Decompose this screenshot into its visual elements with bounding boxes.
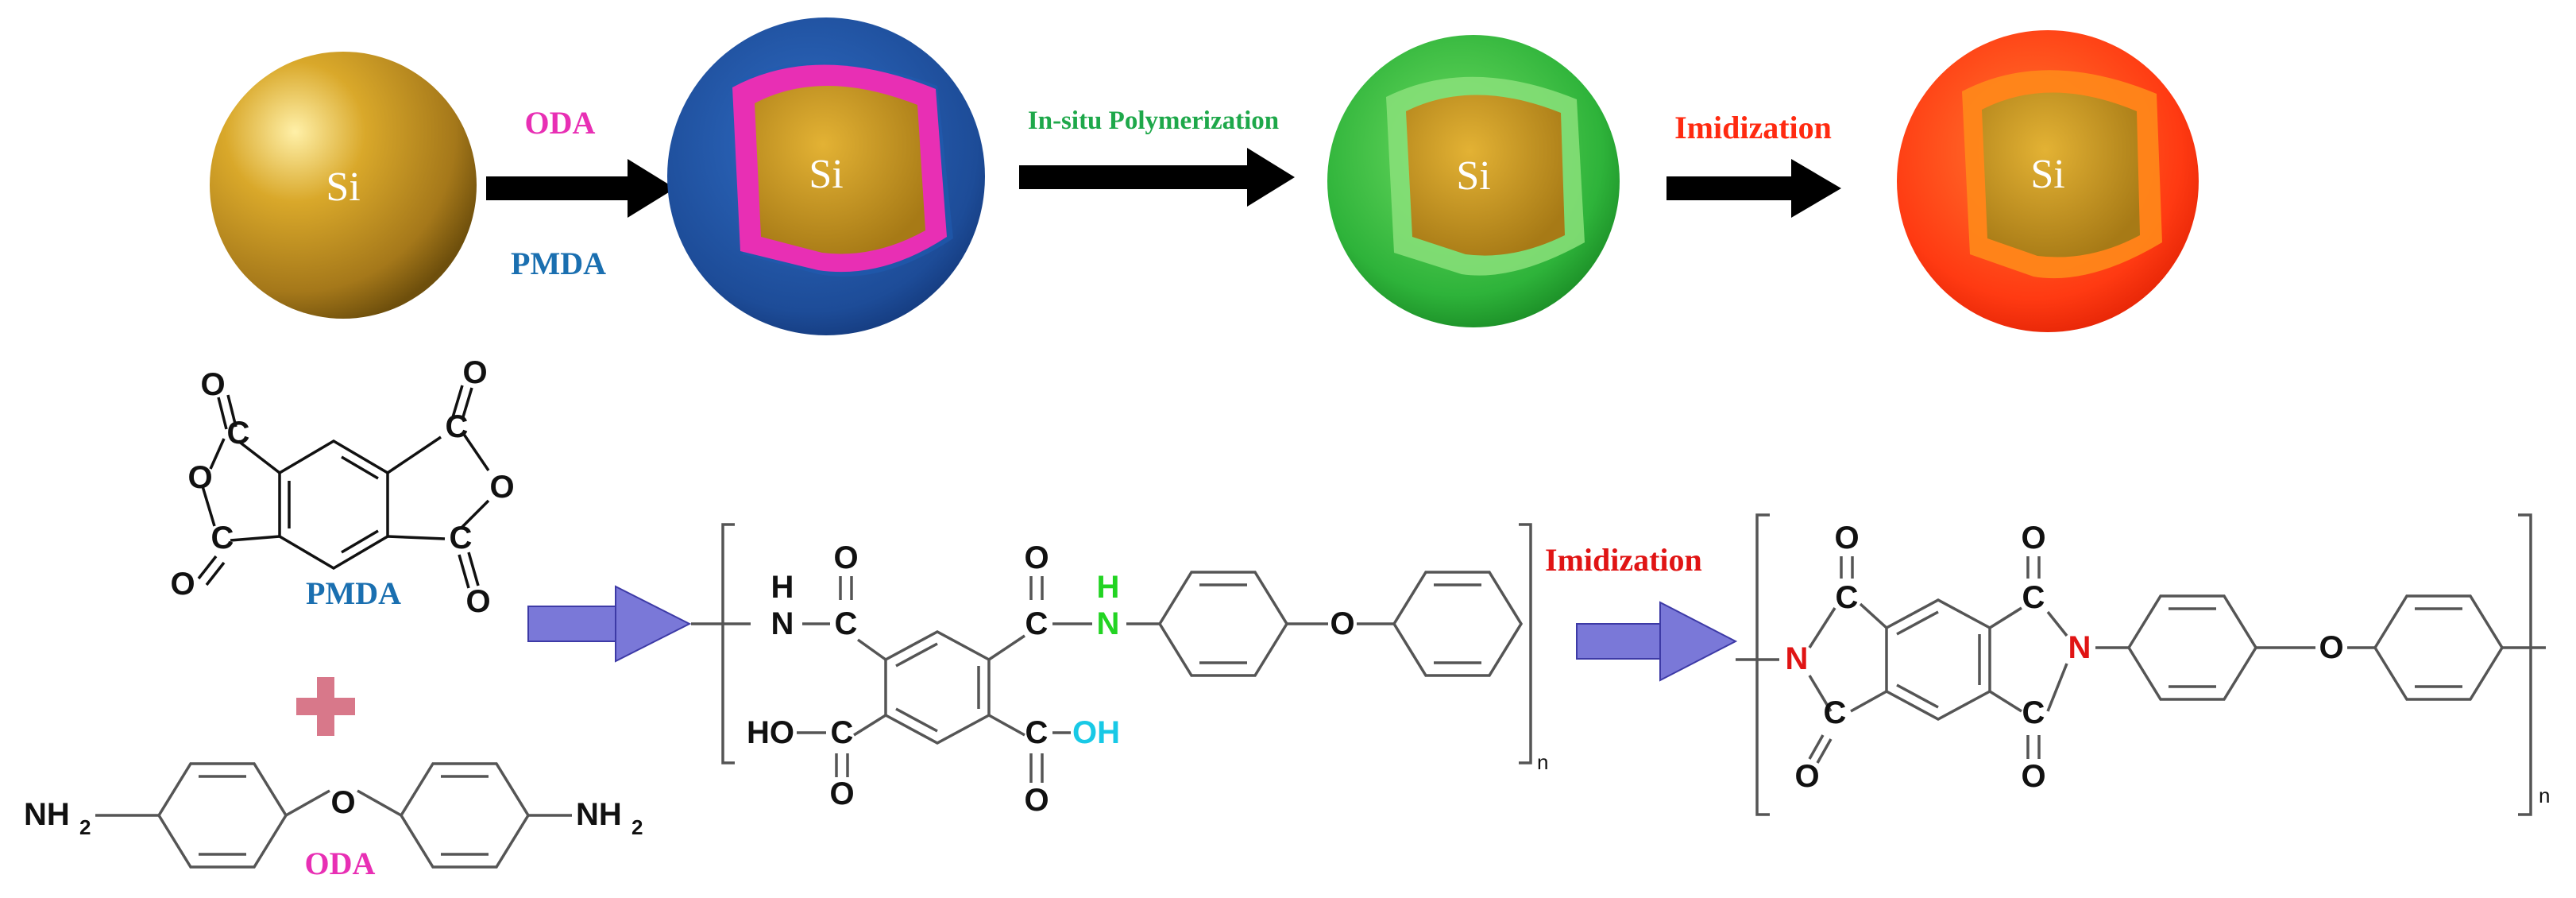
pmda-label-top: PMDA bbox=[511, 246, 606, 281]
paa-o2: O bbox=[1024, 540, 1049, 575]
imidization-label-bottom: Imidization bbox=[1545, 542, 1702, 578]
oda-structure: NH 2 O NH 2 ODA bbox=[24, 762, 643, 881]
oda-name-label: ODA bbox=[305, 846, 376, 881]
paa-ho: HO bbox=[747, 715, 794, 750]
pmda-o5: O bbox=[489, 470, 514, 505]
paa-c3: C bbox=[831, 715, 854, 750]
pmda-o2: O bbox=[187, 460, 212, 495]
si-label-4: Si bbox=[2030, 152, 2064, 197]
si-label-2: Si bbox=[809, 152, 843, 197]
paa-h-right: H bbox=[1097, 570, 1120, 605]
pi-o4: O bbox=[2021, 759, 2045, 794]
oda-ether-o: O bbox=[330, 785, 355, 820]
imidization-label-top: Imidization bbox=[1674, 110, 1832, 145]
paa-oh: OH bbox=[1072, 715, 1120, 750]
polyimide-coated-particle: Si bbox=[1897, 30, 2199, 332]
pmda-c4: C bbox=[450, 521, 473, 555]
pmda-o1: O bbox=[200, 367, 225, 402]
si-label-3: Si bbox=[1456, 153, 1490, 199]
arrow-step2: In-situ Polymerization bbox=[1019, 106, 1295, 207]
pi-o2: O bbox=[1794, 759, 1819, 794]
bare-si-particle: Si bbox=[210, 52, 477, 319]
pmda-o6: O bbox=[465, 584, 490, 619]
paa-c2: C bbox=[1025, 606, 1049, 641]
arrow-step1: ODA PMDA bbox=[486, 105, 675, 281]
pi-c3: C bbox=[2022, 580, 2045, 615]
paa-ether-o: O bbox=[1330, 606, 1354, 641]
pmda-c2: C bbox=[211, 521, 234, 555]
plus-sign bbox=[296, 677, 355, 736]
pi-o3: O bbox=[2021, 521, 2045, 555]
polyimide-structure: n N C C O O C C O O N bbox=[1736, 513, 2550, 816]
polyamic-acid-structure: n N H C O C O N H C HO O C O bbox=[691, 523, 1548, 818]
pi-c4: C bbox=[2022, 695, 2045, 730]
pi-ether-o: O bbox=[2319, 630, 2343, 665]
arrow-step3: Imidization bbox=[1666, 110, 1841, 218]
paa-n-left: N bbox=[771, 606, 794, 641]
oda-nh-right-sub: 2 bbox=[631, 815, 643, 839]
pmda-oda-coated-particle: Si bbox=[667, 17, 985, 335]
polyamic-acid-coated-particle: Si bbox=[1327, 35, 1620, 327]
paa-o3: O bbox=[829, 776, 854, 811]
paa-o1: O bbox=[833, 540, 858, 575]
pi-o1: O bbox=[1834, 521, 1859, 555]
paa-n: n bbox=[1537, 750, 1548, 774]
purple-arrow-1 bbox=[527, 585, 692, 663]
oda-nh-right: NH bbox=[576, 797, 622, 832]
pmda-c1: C bbox=[227, 416, 250, 451]
oda-nh-left: NH bbox=[24, 797, 70, 832]
pmda-o4: O bbox=[462, 355, 487, 390]
pmda-c3: C bbox=[446, 409, 469, 444]
pi-c1: C bbox=[1836, 580, 1859, 615]
pi-n: n bbox=[2539, 784, 2550, 807]
pmda-o3: O bbox=[170, 567, 195, 602]
paa-h-left: H bbox=[771, 570, 794, 605]
pmda-name-label: PMDA bbox=[306, 575, 401, 611]
oda-label-top: ODA bbox=[525, 105, 596, 141]
in-situ-polymerization-label: In-situ Polymerization bbox=[1028, 106, 1279, 135]
paa-n-right: N bbox=[1097, 606, 1120, 641]
pi-n-left: N bbox=[1786, 641, 1809, 676]
oda-nh-left-sub: 2 bbox=[79, 815, 91, 839]
paa-c1: C bbox=[835, 606, 858, 641]
paa-c4: C bbox=[1025, 715, 1049, 750]
si-label-1: Si bbox=[326, 165, 360, 210]
pi-n-right: N bbox=[2068, 630, 2091, 665]
paa-o4: O bbox=[1024, 783, 1049, 818]
purple-arrow-2 bbox=[1576, 601, 1738, 682]
pi-c2: C bbox=[1824, 695, 1847, 730]
pmda-structure: O C O C O O C O C O PMDA bbox=[170, 355, 514, 619]
